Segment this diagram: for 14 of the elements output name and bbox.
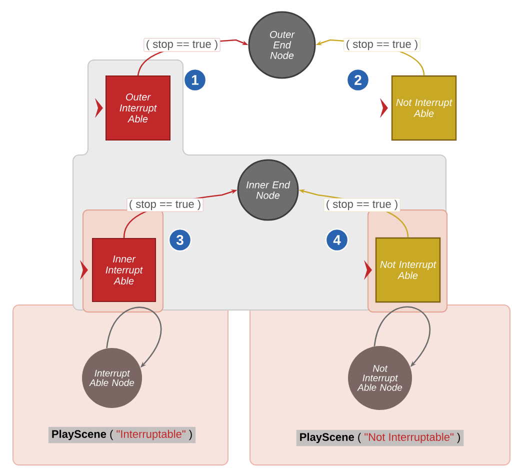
edge-label: ( stop == true ) [324, 198, 400, 212]
edge-label: ( stop == true ) [126, 198, 204, 212]
callout-number: 3 [168, 228, 192, 252]
callout-number: 4 [325, 228, 349, 252]
state-box: Inner Interrupt Able [92, 238, 156, 302]
state-box: Not Interrupt Able [391, 75, 457, 141]
state-box: Not Interrupt Able [375, 237, 441, 303]
state-box: Outer Interrupt Able [106, 76, 170, 140]
scene-label: PlayScene ( "Interruptable" ) [48, 426, 196, 444]
edge-label: ( stop == true ) [344, 38, 420, 52]
callout-number: 2 [346, 68, 370, 92]
scene-label: PlayScene ( "Not Interruptable" ) [296, 430, 464, 446]
callout-number: 1 [183, 68, 207, 92]
edge-label: ( stop == true ) [144, 38, 220, 52]
